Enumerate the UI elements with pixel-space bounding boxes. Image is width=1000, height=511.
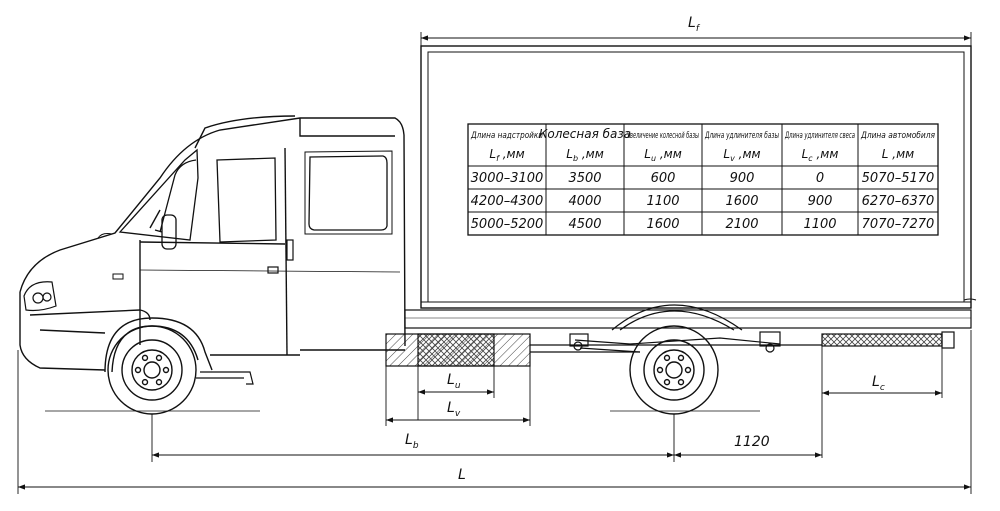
table-header-top: Длина автомобиля	[860, 131, 935, 141]
label-rear-overhang: 1120	[734, 434, 770, 450]
label-overall-length: L	[458, 467, 466, 483]
table-cell: 1600	[646, 217, 679, 232]
headlight	[23, 281, 57, 312]
table-cell: 4200–4300	[471, 194, 544, 209]
dimension-lines	[17, 32, 972, 494]
table-header-unit: Lf ,мм	[489, 147, 524, 163]
lug-nut	[656, 366, 664, 374]
cab-step	[196, 371, 254, 385]
lug-nut	[677, 378, 685, 386]
table-cell: 3500	[568, 171, 601, 186]
table-cell: 5070–5170	[862, 171, 935, 186]
table-cell: 4000	[568, 194, 601, 209]
label-lv: Lv	[447, 400, 461, 419]
lug-nut	[141, 354, 149, 362]
label-lc: Lc	[872, 374, 885, 393]
lug-nut	[155, 378, 163, 386]
rear-suspension	[569, 304, 781, 353]
spec-table: Длина надстройки Lf ,мм Колесная база Lb ,м…	[467, 123, 939, 236]
table-cell: 1600	[725, 194, 758, 209]
table-cell: 6270–6370	[862, 194, 935, 209]
table-header-unit: L ,мм	[882, 147, 914, 161]
table-cell: 3000–3100	[471, 171, 544, 186]
table-header-top: Увеличение колесной базы	[627, 131, 699, 141]
table-cell: 0	[816, 171, 824, 186]
front-wheel	[107, 325, 197, 415]
table-cell: 2100	[725, 217, 758, 232]
lug-nut	[134, 366, 142, 374]
table-cell: 4500	[568, 217, 601, 232]
table-cell: 900	[730, 171, 755, 186]
cab-windows	[118, 148, 393, 243]
lug-nut	[141, 378, 149, 386]
dimension-labels: Lf Lu Lv Lc Lb 1120 L	[405, 15, 885, 483]
table-header-top: Колесная база	[539, 127, 631, 141]
lug-nut	[162, 366, 170, 374]
table-header-unit: Lv ,мм	[723, 147, 760, 163]
table-header-unit: Lu ,мм	[644, 147, 682, 163]
table-header-unit: Lb ,мм	[566, 147, 604, 163]
lug-nut	[155, 354, 163, 362]
label-lf: Lf	[688, 15, 701, 34]
lug-nut	[663, 354, 671, 362]
table-header-top: Длина удлинителя свеса	[784, 131, 855, 141]
table-cell: 5000–5200	[471, 217, 544, 232]
lug-nut	[684, 366, 692, 374]
table-cell: 1100	[803, 217, 836, 232]
table-header-unit: Lc ,мм	[802, 147, 839, 163]
table-cell: 600	[651, 171, 676, 186]
table-header-top: Длина надстройки	[470, 131, 543, 141]
table-cell: 7070–7270	[862, 217, 935, 232]
lug-nut	[663, 378, 671, 386]
side-mirror	[154, 214, 177, 250]
label-lb: Lb	[405, 432, 419, 451]
table-cell: 900	[808, 194, 833, 209]
table-cell: 1100	[646, 194, 679, 209]
table-header-top: Длина удлинителя базы	[704, 131, 779, 141]
rear-wheel	[629, 325, 719, 415]
cab-body	[19, 115, 406, 371]
label-lu: Lu	[447, 372, 461, 391]
lug-nut	[677, 354, 685, 362]
door-handle	[267, 239, 294, 274]
